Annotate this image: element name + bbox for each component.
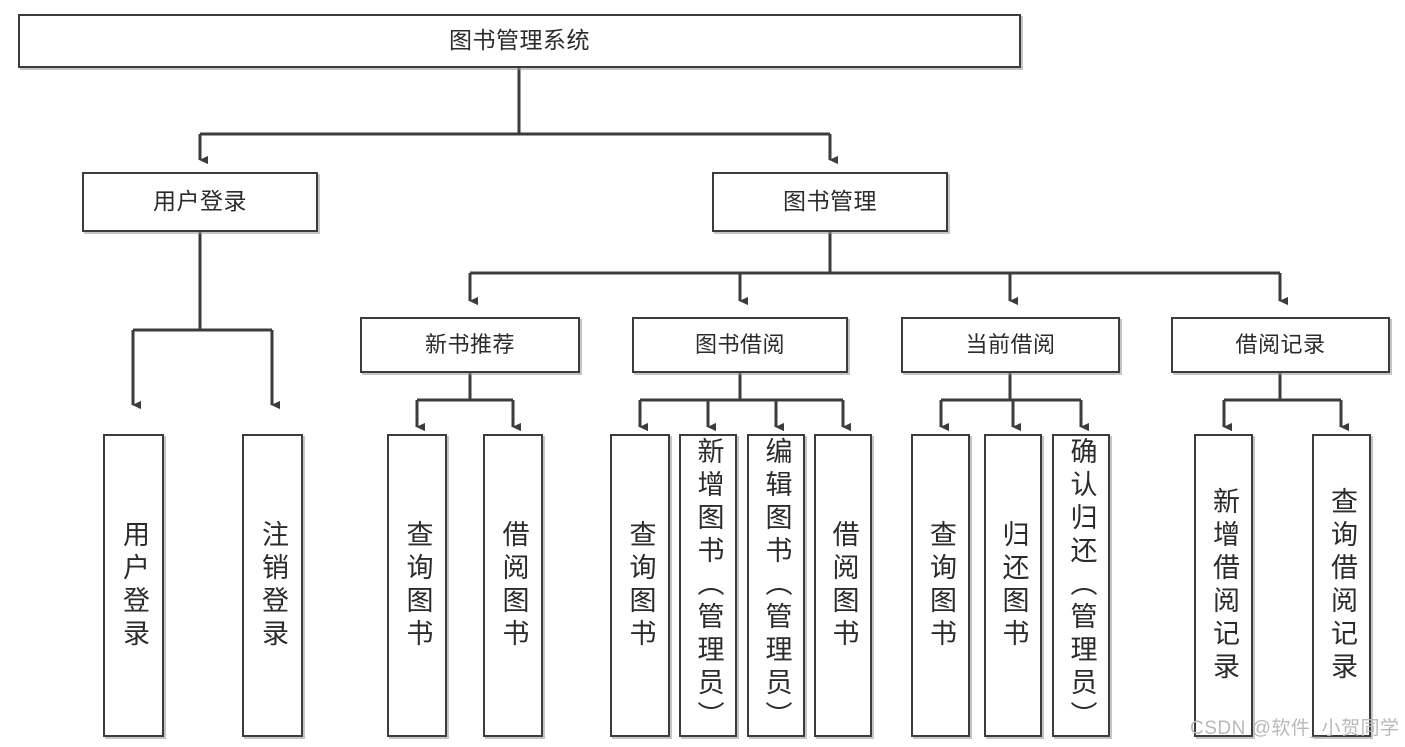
leaf-records-add-record[interactable]: 新增借阅记录 — [1194, 434, 1253, 737]
node-label: 查询图书 — [402, 519, 433, 652]
node-label: 图书管理系统 — [449, 27, 590, 54]
node-label: 图书借阅 — [694, 331, 785, 357]
node-current-borrow[interactable]: 当前借阅 — [901, 317, 1120, 373]
leaf-borrow-query-book[interactable]: 查询图书 — [610, 434, 670, 737]
node-label: 用户登录 — [119, 519, 149, 652]
leaf-user-login-login[interactable]: 用户登录 — [103, 434, 164, 737]
watermark-text: CSDN @软件_小贺同学 — [1190, 718, 1400, 739]
node-label: 用户登录 — [153, 188, 247, 215]
node-new-book-recommend[interactable]: 新书推荐 — [360, 317, 580, 373]
leaf-current-return-book[interactable]: 归还图书 — [984, 434, 1042, 737]
node-book-borrow[interactable]: 图书借阅 — [632, 317, 848, 373]
node-label: 图书管理 — [783, 188, 877, 215]
node-label: 归还图书 — [998, 519, 1029, 652]
node-label: 新增图书（管理员） — [693, 437, 724, 734]
leaf-current-query-book[interactable]: 查询图书 — [911, 434, 970, 737]
node-label: 查询图书 — [926, 519, 956, 652]
node-book-management[interactable]: 图书管理 — [712, 172, 948, 232]
leaf-borrow-edit-book[interactable]: 编辑图书（管理员） — [747, 434, 805, 737]
node-label: 新增借阅记录 — [1209, 486, 1239, 685]
leaf-new-book-query[interactable]: 查询图书 — [387, 434, 447, 737]
node-root-system[interactable]: 图书管理系统 — [18, 14, 1021, 68]
node-label: 查询借阅记录 — [1327, 486, 1357, 685]
node-label: 当前借阅 — [965, 331, 1056, 357]
leaf-new-book-borrow[interactable]: 借阅图书 — [483, 434, 543, 737]
node-label: 借阅图书 — [828, 519, 859, 652]
node-label: 确认归还（管理员） — [1066, 437, 1097, 734]
leaf-records-query-record[interactable]: 查询借阅记录 — [1312, 434, 1371, 737]
node-borrow-records[interactable]: 借阅记录 — [1171, 317, 1390, 373]
node-label: 新书推荐 — [424, 331, 515, 357]
node-label: 编辑图书（管理员） — [761, 437, 792, 734]
node-label: 借阅记录 — [1235, 331, 1326, 357]
leaf-borrow-add-book[interactable]: 新增图书（管理员） — [679, 434, 737, 737]
leaf-borrow-borrow-book[interactable]: 借阅图书 — [814, 434, 872, 737]
node-user-login[interactable]: 用户登录 — [82, 172, 318, 232]
node-label: 注销登录 — [258, 519, 288, 652]
leaf-current-confirm-return[interactable]: 确认归还（管理员） — [1052, 434, 1110, 737]
leaf-user-login-logout[interactable]: 注销登录 — [242, 434, 303, 737]
node-label: 借阅图书 — [498, 519, 529, 652]
node-label: 查询图书 — [625, 519, 656, 652]
